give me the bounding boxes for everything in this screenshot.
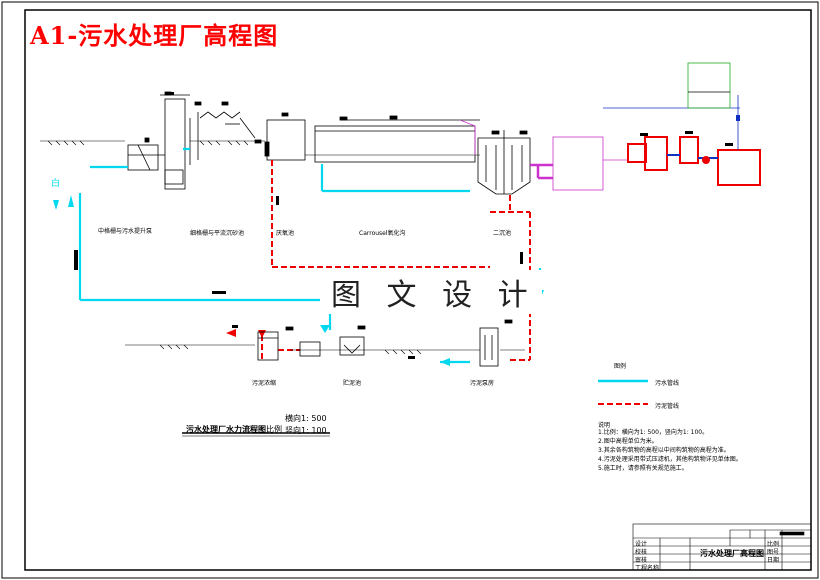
watermark: 图 文 设 计 <box>325 270 542 314</box>
unit-sludge-pump-house <box>479 319 513 367</box>
label-fine-screen: 细格栅与平流沉砂池 <box>190 230 245 237</box>
label-sludge-storage: 贮泥池 <box>343 380 362 387</box>
notes-block: 1.比例：横向为1: 500，竖向为1: 100。 2.图中高程单位为米。 3.… <box>598 428 742 473</box>
titleblock-row: 审核 <box>635 557 648 564</box>
label-oxidation-ditch: Carrousel氧化沟 <box>359 230 406 237</box>
note-line: 5.施工时，请参照有关规范施工。 <box>598 465 688 472</box>
label-clarifier: 二沉池 <box>493 230 512 237</box>
titleblock-col: 比例 <box>767 541 780 548</box>
unit-sludge-dewatering <box>627 131 761 186</box>
legend-header: 图例 <box>614 363 627 370</box>
titleblock-row: 工程名称 <box>635 565 660 572</box>
scale-horizontal: 横向1: 500 <box>285 414 327 423</box>
notes-header: 说明 <box>598 422 611 429</box>
label-anaerobic: 厌氧池 <box>276 230 295 237</box>
unit-oxidation-ditch <box>314 115 480 163</box>
scale-vertical: 竖向1: 100 <box>285 426 327 435</box>
note-line: 4.污泥处理采用带式压滤机，其他构筑物详见单体图。 <box>598 456 742 463</box>
ground-line-lower <box>125 344 525 355</box>
label-sludge-pump: 污泥泵房 <box>470 380 495 387</box>
unit-coarse-screen-pump <box>127 91 190 190</box>
legend-water-label: 污水管线 <box>655 380 680 387</box>
legend-sludge-label: 污泥管线 <box>655 403 680 410</box>
titleblock-col: 图号 <box>767 549 780 556</box>
water-flow-lines <box>78 147 542 364</box>
scale-label: 比例 <box>266 425 282 434</box>
note-line: 2.图中高程单位为米。 <box>598 438 658 445</box>
titleblock-col: 日期 <box>767 557 780 564</box>
sludge-arrows <box>226 329 266 338</box>
unit-fine-screen-grit <box>189 101 262 165</box>
unit-secondary-clarifier <box>477 130 531 195</box>
title-block-frame <box>632 523 812 571</box>
titleblock-row: 设计 <box>635 541 648 548</box>
drawing-title: A1-污水处理厂高程图 <box>30 21 279 50</box>
inner-frame <box>24 9 812 571</box>
titleblock-drawing-name: 污水处理厂高程图 <box>700 549 764 558</box>
unit-disinfection <box>530 136 627 191</box>
unit-sludge-storage <box>299 325 366 357</box>
note-line: 3.其余各构筑物的高程以中间构筑物的高程为准。 <box>598 447 730 454</box>
label-coarse-screen: 中格栅与污水提升泵 <box>98 228 153 235</box>
unit-sludge-thickener <box>257 326 294 361</box>
inlet-label: 白 <box>51 177 60 189</box>
hydraulic-title: 污水处理厂水力流程图 <box>186 425 266 434</box>
unit-sludge-storage-top <box>603 62 740 150</box>
unit-anaerobic-tank <box>264 112 306 161</box>
elevation-tags <box>74 92 523 359</box>
note-line: 1.比例：横向为1: 500，竖向为1: 100。 <box>598 429 709 436</box>
titleblock-row: 校核 <box>635 549 648 556</box>
label-sludge-thickener: 污泥浓缩 <box>252 380 277 387</box>
ground-line-upper <box>40 140 480 156</box>
